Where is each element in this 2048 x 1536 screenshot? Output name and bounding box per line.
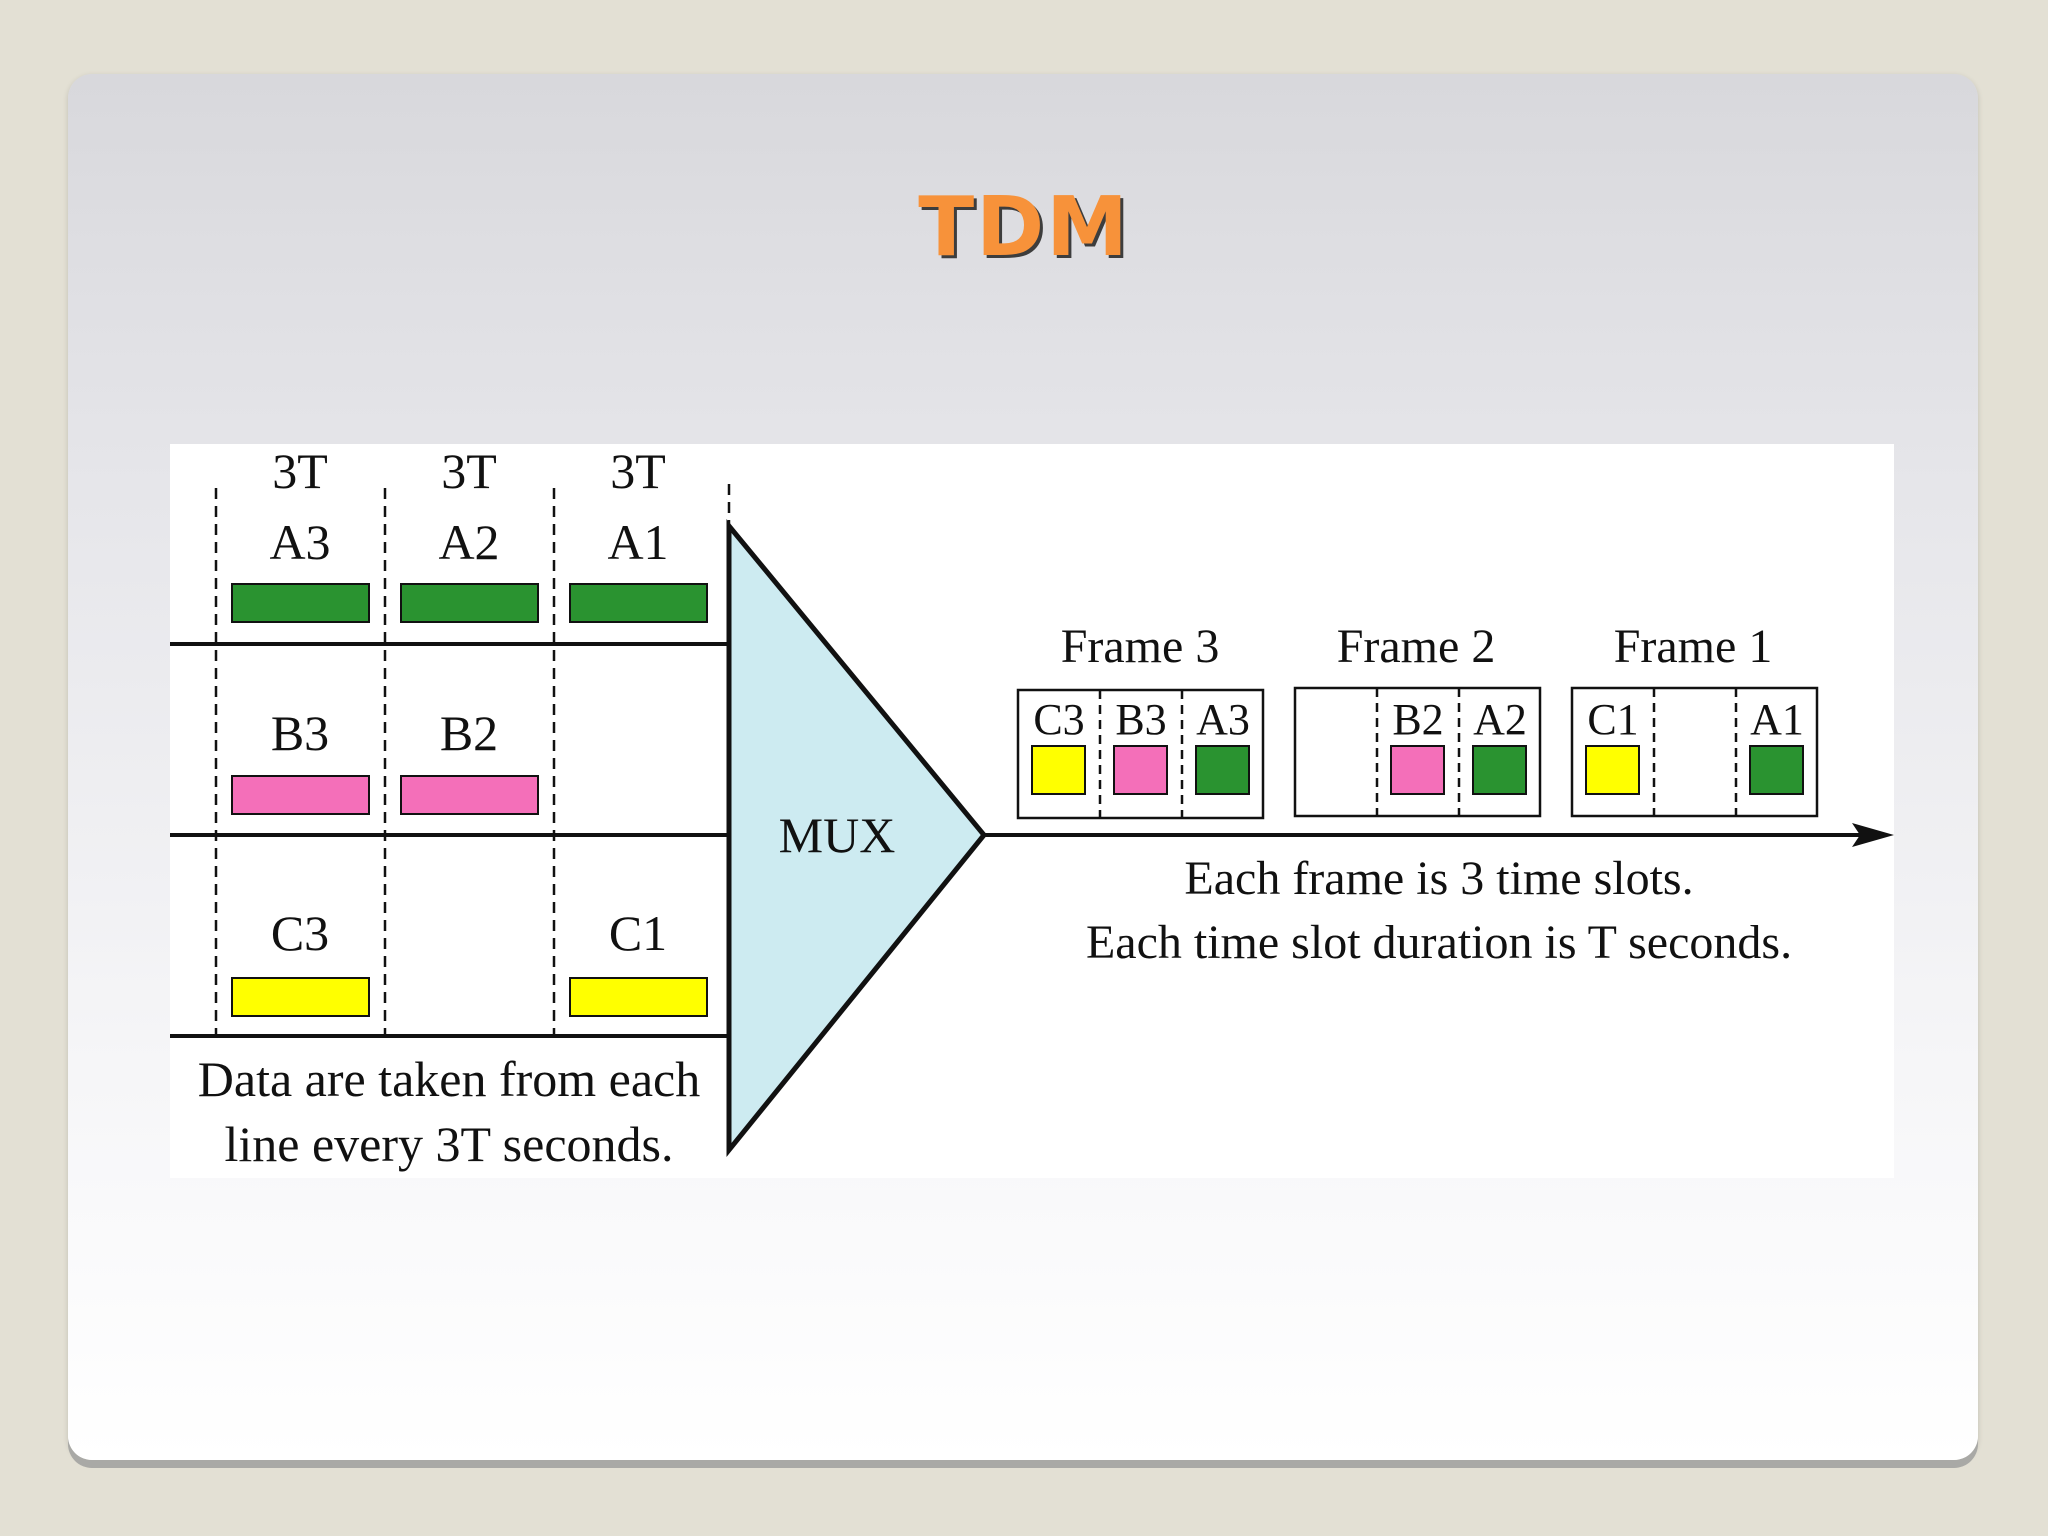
period-label: 3T — [610, 444, 666, 499]
slot-label-b2: B2 — [1392, 695, 1443, 744]
data-unit-c1 — [569, 977, 708, 1017]
unit-label-a2: A2 — [438, 514, 499, 570]
tdm-diagram-svg: 3T 3T 3T A3 A2 A1 B3 B2 C3 C1 Data are t… — [170, 444, 1894, 1172]
unit-label-a1: A1 — [607, 514, 668, 570]
slot-unit-b3 — [1113, 745, 1168, 795]
slide-title: TDM — [918, 180, 1130, 275]
data-unit-a1 — [569, 583, 708, 623]
slot-unit-a2 — [1472, 745, 1527, 795]
data-unit-a3 — [231, 583, 370, 623]
slot-unit-a3 — [1195, 745, 1250, 795]
slot-unit-a1 — [1749, 745, 1804, 795]
data-unit-b2 — [400, 775, 539, 815]
input-caption-line1: Data are taken from each — [198, 1051, 700, 1107]
period-label: 3T — [272, 444, 328, 499]
unit-label-b3: B3 — [271, 705, 329, 761]
unit-label-c1: C1 — [609, 905, 667, 961]
slot-label-a2: A2 — [1473, 695, 1527, 744]
data-unit-a2 — [400, 583, 539, 623]
slot-label-a3: A3 — [1196, 695, 1250, 744]
unit-label-a3: A3 — [269, 514, 330, 570]
frame-label-3: Frame 3 — [1061, 620, 1220, 673]
mux-triangle — [726, 519, 988, 1158]
slot-unit-c3 — [1031, 745, 1086, 795]
slot-label-a1: A1 — [1750, 695, 1804, 744]
frame-label-2: Frame 2 — [1337, 620, 1496, 673]
output-arrow-head — [1852, 823, 1894, 847]
mux-label: MUX — [779, 807, 896, 863]
output-caption-line1: Each frame is 3 time slots. — [1184, 852, 1693, 905]
unit-label-b2: B2 — [440, 705, 498, 761]
period-label: 3T — [441, 444, 497, 499]
frame-label-1: Frame 1 — [1614, 620, 1773, 673]
slot-label-b3: B3 — [1115, 695, 1166, 744]
slot-unit-c1 — [1585, 745, 1640, 795]
slot-unit-b2 — [1390, 745, 1445, 795]
tdm-diagram: 3T 3T 3T A3 A2 A1 B3 B2 C3 C1 Data are t… — [170, 444, 1894, 1178]
input-caption-line2: line every 3T seconds. — [225, 1116, 674, 1172]
slot-label-c3: C3 — [1033, 695, 1084, 744]
data-unit-b3 — [231, 775, 370, 815]
unit-label-c3: C3 — [271, 905, 329, 961]
output-caption-line2: Each time slot duration is T seconds. — [1086, 916, 1792, 969]
slot-label-c1: C1 — [1587, 695, 1638, 744]
data-unit-c3 — [231, 977, 370, 1017]
